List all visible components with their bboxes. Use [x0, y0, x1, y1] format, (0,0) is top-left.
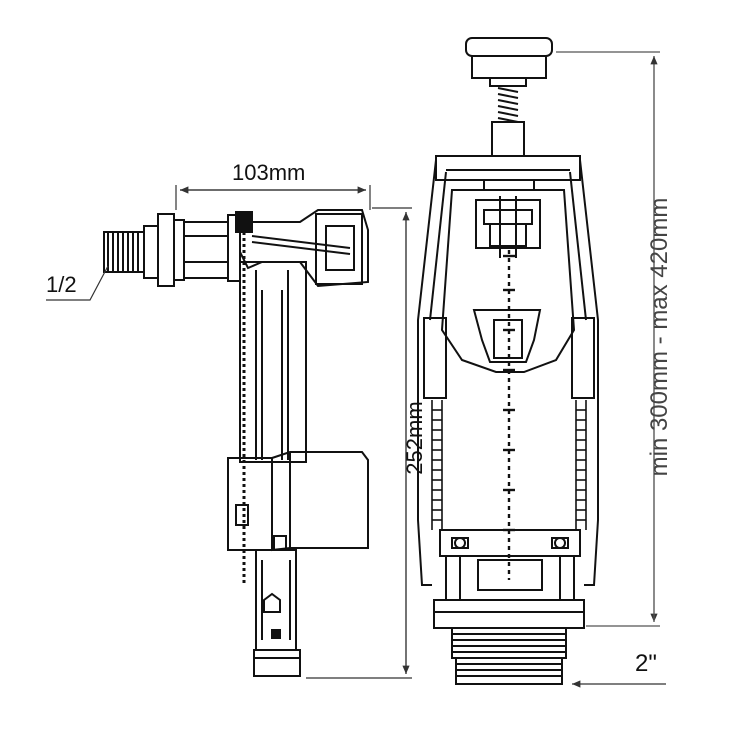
range-dimension-label: min 300mm - max 420mm — [646, 197, 673, 477]
outlet-size-label: 2" — [635, 650, 657, 677]
flush-valve-drawing — [417, 37, 599, 685]
button-spring — [497, 87, 519, 123]
right-ribs — [575, 400, 587, 530]
center-chain — [503, 250, 515, 580]
left-ribs — [431, 400, 443, 530]
height-dimension-label: 252mm — [402, 401, 427, 475]
width-dimension-label: 103mm — [232, 160, 306, 185]
thread-leader — [46, 265, 109, 301]
fill-valve-drawing — [103, 209, 369, 677]
thread-size-label: 1/2 — [46, 272, 77, 297]
dimension-range — [556, 51, 660, 627]
dimension-width — [175, 185, 371, 210]
dimension-height — [306, 207, 412, 679]
inlet-thread — [103, 231, 145, 273]
